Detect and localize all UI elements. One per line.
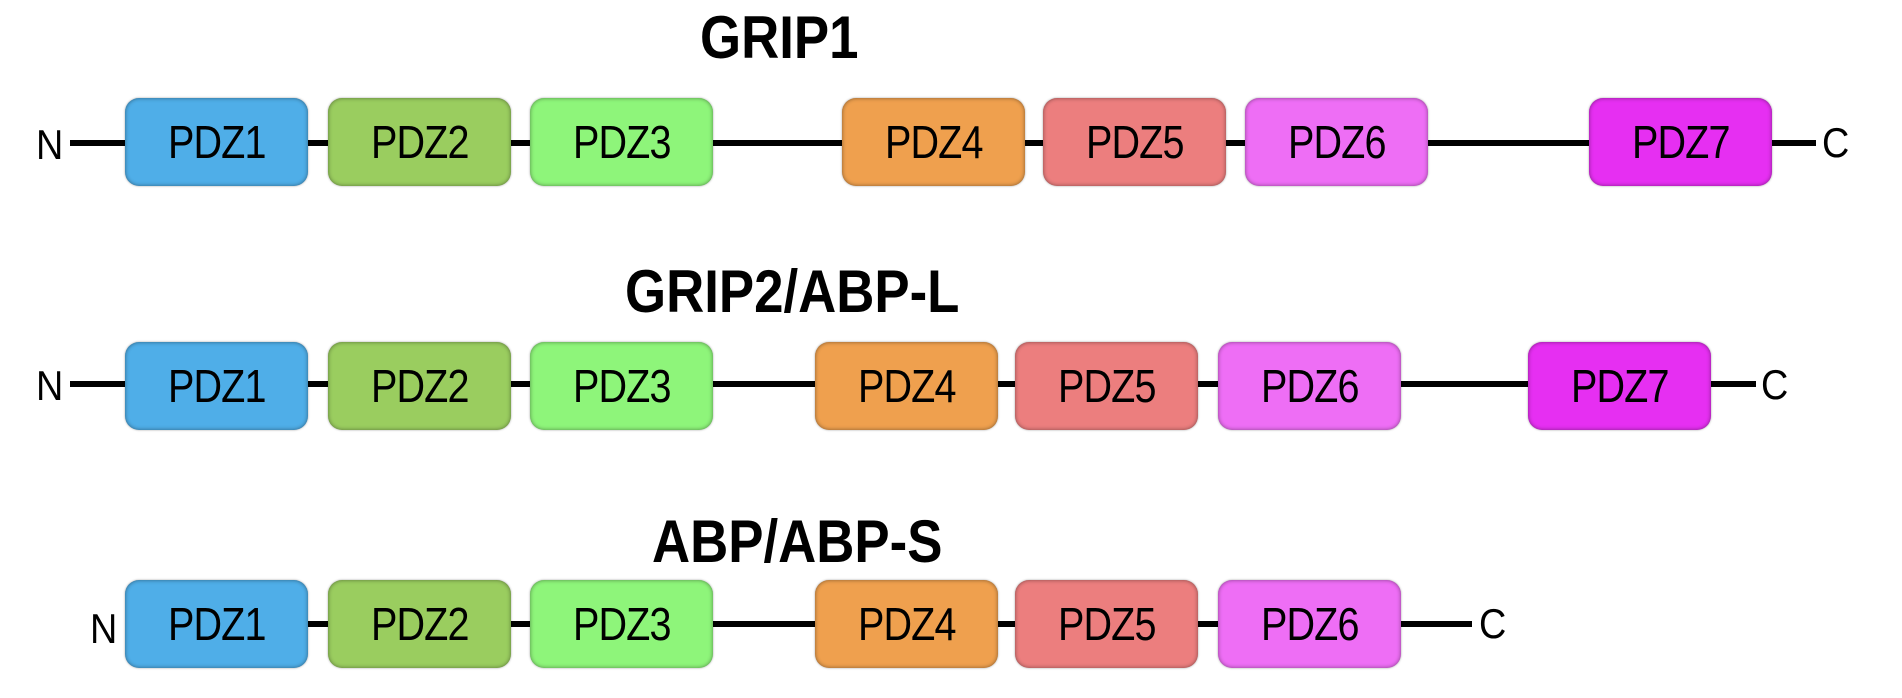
- domain-label: PDZ1: [167, 116, 267, 168]
- domain-label: PDZ5: [1057, 598, 1157, 650]
- domain-label: PDZ4: [857, 360, 957, 412]
- domain-pdz6: PDZ6: [1245, 98, 1428, 186]
- domain-pdz4: PDZ4: [815, 580, 998, 668]
- domain-label: PDZ5: [1057, 360, 1157, 412]
- c-terminus-label: C: [1761, 361, 1789, 408]
- domain-pdz5: PDZ5: [1015, 342, 1198, 430]
- domain-label: PDZ2: [370, 116, 470, 168]
- domain-label: PDZ4: [857, 598, 957, 650]
- domain-pdz7: PDZ7: [1528, 342, 1711, 430]
- protein-title: GRIP1: [700, 4, 859, 71]
- domain-pdz4: PDZ4: [815, 342, 998, 430]
- protein-title: GRIP2/ABP-L: [625, 258, 960, 325]
- domain-pdz2: PDZ2: [328, 580, 511, 668]
- domain-pdz2: PDZ2: [328, 98, 511, 186]
- n-terminus-label: N: [36, 362, 64, 409]
- domain-pdz7: PDZ7: [1589, 98, 1772, 186]
- domain-label: PDZ7: [1570, 360, 1670, 412]
- domain-pdz1: PDZ1: [125, 580, 308, 668]
- n-terminus-label: N: [90, 605, 118, 652]
- domain-label: PDZ6: [1260, 360, 1360, 412]
- domain-pdz1: PDZ1: [125, 98, 308, 186]
- domain-label: PDZ3: [572, 116, 672, 168]
- domain-pdz6: PDZ6: [1218, 342, 1401, 430]
- domain-pdz3: PDZ3: [530, 98, 713, 186]
- domain-pdz4: PDZ4: [842, 98, 1025, 186]
- domain-label: PDZ2: [370, 360, 470, 412]
- domain-label: PDZ6: [1260, 598, 1360, 650]
- domain-pdz1: PDZ1: [125, 342, 308, 430]
- domain-label: PDZ4: [884, 116, 984, 168]
- domain-pdz3: PDZ3: [530, 580, 713, 668]
- domain-label: PDZ1: [167, 360, 267, 412]
- protein-title: ABP/ABP-S: [652, 508, 943, 575]
- n-terminus-label: N: [36, 121, 64, 168]
- domain-label: PDZ5: [1085, 116, 1185, 168]
- c-terminus-label: C: [1479, 600, 1507, 647]
- domain-label: PDZ2: [370, 598, 470, 650]
- domain-label: PDZ7: [1631, 116, 1731, 168]
- domain-label: PDZ6: [1287, 116, 1387, 168]
- c-terminus-label: C: [1822, 119, 1850, 166]
- domain-pdz2: PDZ2: [328, 342, 511, 430]
- domain-label: PDZ1: [167, 598, 267, 650]
- domain-label: PDZ3: [572, 360, 672, 412]
- domain-pdz3: PDZ3: [530, 342, 713, 430]
- domain-pdz5: PDZ5: [1043, 98, 1226, 186]
- domain-pdz5: PDZ5: [1015, 580, 1198, 668]
- domain-label: PDZ3: [572, 598, 672, 650]
- domain-pdz6: PDZ6: [1218, 580, 1401, 668]
